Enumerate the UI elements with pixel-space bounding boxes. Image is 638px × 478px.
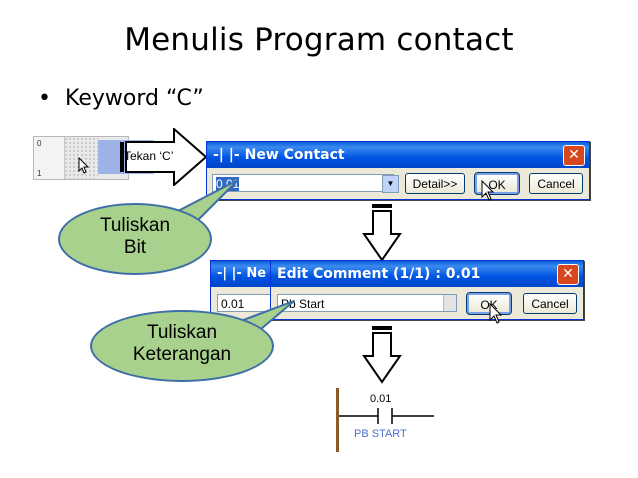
callout-bit: Tuliskan Bit: [58, 203, 212, 275]
close-button[interactable]: ✕: [557, 264, 579, 285]
cancel-button[interactable]: Cancel: [529, 173, 583, 194]
scrollbar[interactable]: [443, 295, 456, 311]
contact-address: 0.01: [370, 393, 392, 405]
slide-title: Menulis Program contact: [124, 22, 514, 58]
close-icon: ✕: [568, 147, 580, 163]
new-contact-titlebar: -| |- New Contact ✕: [207, 142, 589, 168]
row-number-1: 1: [37, 169, 42, 178]
behind-address-field[interactable]: 0.01: [217, 294, 277, 312]
callout-comment-text: Tuliskan Keterangan: [132, 322, 232, 365]
mouse-pointer-icon: [78, 157, 90, 174]
bullet-keyword: • Keyword “C”: [38, 86, 204, 111]
mouse-pointer-icon: [481, 180, 495, 201]
comment-input[interactable]: Pb Start: [277, 294, 457, 312]
close-button[interactable]: ✕: [563, 145, 585, 166]
callout-comment: Tuliskan Keterangan: [90, 310, 274, 382]
dropdown-arrow-icon[interactable]: ▼: [382, 175, 399, 193]
arrow-right-icon: [120, 128, 208, 186]
ok-button[interactable]: OK: [466, 292, 512, 315]
cancel-button[interactable]: Cancel: [523, 293, 577, 314]
detail-button[interactable]: Detail>>: [405, 173, 465, 194]
bullet-dot: •: [38, 86, 51, 111]
contact-symbol-icon: [336, 388, 434, 452]
arrow-down-icon: [362, 326, 402, 384]
row-number-0: 0: [37, 139, 42, 148]
result-contact: 0.01 PB START: [334, 388, 438, 452]
arrow-label: Tekan ‘C’: [124, 149, 174, 163]
dialog-title: Edit Comment (1/1) : 0.01: [277, 266, 481, 282]
dialog-title: -| |- New Contact: [213, 147, 345, 163]
mouse-pointer-icon: [489, 303, 503, 324]
ladder-rail: 0 1: [34, 137, 65, 179]
edit-comment-dialog: Edit Comment (1/1) : 0.01 ✕ Pb Start OK …: [270, 260, 584, 320]
callout-bit-text: Tuliskan Bit: [99, 215, 171, 258]
contact-comment: PB START: [354, 428, 407, 440]
ladder-grid: [64, 137, 98, 179]
edit-comment-titlebar: Edit Comment (1/1) : 0.01 ✕: [271, 261, 583, 287]
close-icon: ✕: [562, 266, 574, 282]
bullet-text: Keyword “C”: [64, 86, 204, 111]
arrow-down-icon: [362, 204, 402, 262]
new-contact-dialog: -| |- New Contact ✕ 0.01 ▼ Detail>> OK C…: [206, 141, 590, 200]
